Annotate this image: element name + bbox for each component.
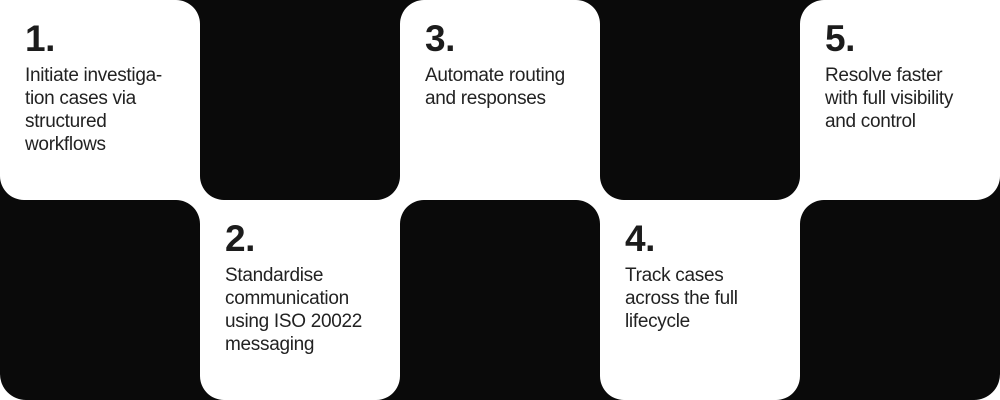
step-number: 1.	[25, 18, 55, 59]
black-block-bottom-3	[376, 200, 624, 400]
step-number: 4.	[625, 218, 655, 259]
black-block-top-2	[176, 0, 424, 200]
step-number: 5.	[825, 18, 855, 59]
black-block-top-4	[576, 0, 824, 200]
step-number: 2.	[225, 218, 255, 259]
step-card-3: 3. Automate routing and responses	[400, 0, 600, 200]
black-block-bottom-5	[776, 176, 1000, 400]
step-text: Standardise communication using ISO 2002…	[225, 265, 363, 355]
step-number: 3.	[425, 18, 455, 59]
step-card-4: 4. Track cases across the full lifecycle	[600, 200, 800, 400]
step-text: Resolve faster with full visibility and …	[825, 65, 954, 132]
step-text: Track cases across the full lifecycle	[625, 265, 738, 332]
step-card-1: 1. Initiate investiga- tion cases via st…	[0, 0, 200, 200]
step-card-5: 5. Resolve faster with full visibility a…	[800, 0, 1000, 200]
step-card-2: 2. Standardise communication using ISO 2…	[200, 200, 400, 400]
step-text: Automate routing and responses	[425, 65, 565, 109]
black-block-bottom-1	[0, 176, 224, 400]
step-text: Initiate investiga- tion cases via struc…	[25, 65, 162, 155]
